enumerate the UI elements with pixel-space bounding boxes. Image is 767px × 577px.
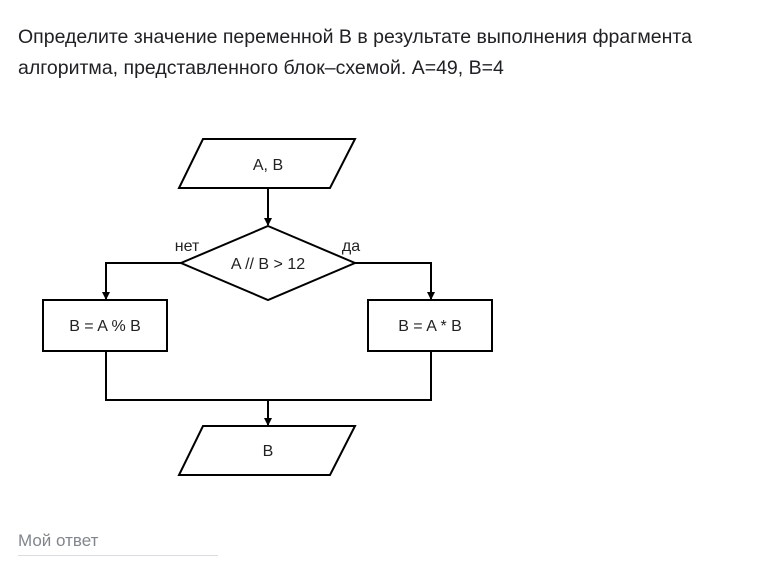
arrow-no-branch	[102, 262, 181, 300]
merge-line	[105, 351, 432, 401]
answer-input[interactable]	[18, 526, 218, 555]
question-line-2: алгоритма, представленного блок–схемой. …	[18, 57, 504, 79]
question-line-1: Определите значение переменной B в резул…	[18, 26, 692, 48]
arrow-yes-branch	[355, 262, 435, 300]
answer-field[interactable]	[18, 526, 218, 556]
condition-diamond	[178, 224, 358, 302]
branch-yes-label: да	[342, 238, 360, 255]
process-no-label: B = A % B	[69, 318, 141, 335]
process-yes-label: B = A * B	[398, 318, 462, 335]
output-parallelogram	[177, 425, 357, 476]
condition-label: A // B > 12	[231, 256, 305, 273]
question-text: Определите значение переменной B в резул…	[18, 22, 748, 84]
output-label: B	[263, 443, 274, 460]
input-label: A, B	[253, 157, 283, 174]
input-parallelogram	[177, 138, 357, 189]
branch-no-label: нет	[175, 238, 200, 255]
